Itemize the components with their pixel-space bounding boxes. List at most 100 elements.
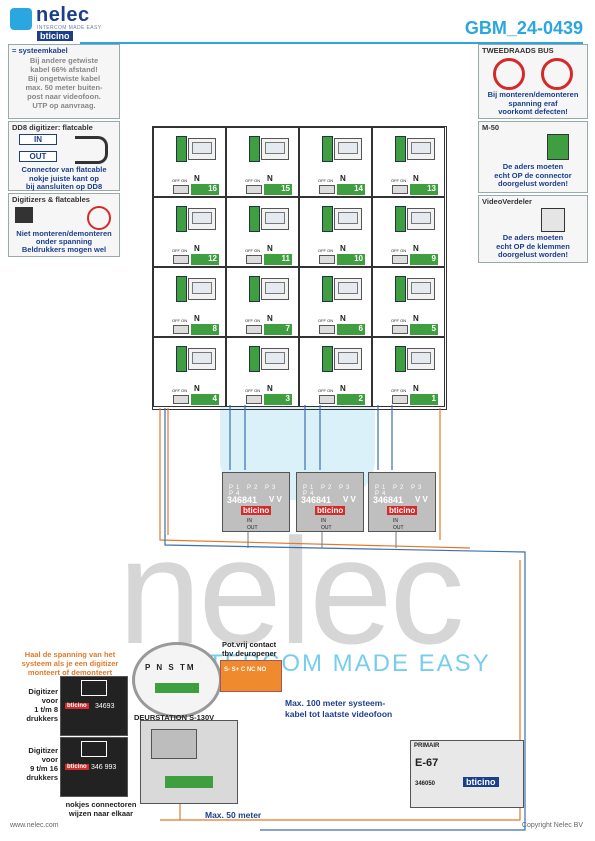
digitizer-model: 346 993: [91, 764, 117, 771]
nokjes-line: nokjes connectoren: [65, 800, 137, 809]
footer-left: www.nelec.com: [10, 822, 59, 829]
contact-label: Pot.vrij contact tbv deuropener: [222, 640, 277, 658]
connector-icon: [322, 346, 333, 372]
connector-icon: [249, 206, 260, 232]
offon-label: OFF ON: [245, 248, 261, 253]
connector-icon: [547, 134, 569, 160]
monitor-cell: OFF ONN P13: [372, 127, 445, 197]
brand-name: nelec: [36, 4, 90, 26]
digitizer-model: 34693: [95, 703, 115, 710]
dip-switch-icon: [392, 185, 408, 194]
cell-number: 6: [337, 324, 365, 335]
cell-number: 9: [410, 254, 438, 265]
note-line: Bij monteren/demonteren: [487, 90, 579, 99]
note-line: voorkomt defecten!: [498, 107, 568, 116]
header-rule: [80, 42, 583, 44]
videophone-icon: [261, 208, 289, 230]
digi-line: voor: [41, 755, 58, 764]
connector-icon: [395, 346, 406, 372]
dip-switch-icon: [173, 255, 189, 264]
distributor-vv: V V: [343, 495, 356, 504]
connector-icon: [395, 276, 406, 302]
distributor-model: 346841: [373, 495, 404, 505]
note-line: doorgelust worden!: [498, 250, 568, 259]
note-line: De aders moeten: [502, 233, 564, 242]
distributor-vv: V V: [269, 495, 282, 504]
videophone-icon: [407, 348, 435, 370]
station-pin-zoom: P N S TM: [132, 642, 222, 718]
note-line: doorgelust worden!: [498, 179, 568, 188]
monitor-cell: OFF ONN P2: [299, 337, 372, 407]
distributor-in: IN: [393, 518, 398, 524]
monitor-cell: OFF ONN P1: [372, 337, 445, 407]
videophone-icon: [334, 208, 362, 230]
note-dd8-title: DD8 digitizer: flatcable: [12, 123, 93, 132]
note-line: UTP op aanvraag.: [32, 101, 96, 110]
videophone-icon: [334, 138, 362, 160]
videophone-icon: [407, 278, 435, 300]
videophone-icon: [407, 208, 435, 230]
digi-line: voor: [41, 696, 58, 705]
offon-label: OFF ON: [172, 318, 188, 323]
videophone-icon: [261, 138, 289, 160]
cell-number: 1: [410, 394, 438, 405]
note-flatcables-title: Digitizers & flatcables: [12, 195, 90, 204]
videophone-icon: [188, 208, 216, 230]
offon-label: OFF ON: [318, 178, 334, 183]
contact-terminal: S- S+ C NC NO: [220, 660, 282, 692]
note-m50-title: M-50: [482, 123, 500, 132]
monitor-cell: OFF ONN P11: [226, 197, 299, 267]
dip-switch-icon: [392, 395, 408, 404]
cell-number: 2: [337, 394, 365, 405]
note-line: kabel 66% afstand!: [30, 65, 98, 74]
station-pins: P N S TM: [145, 663, 196, 672]
distributor-out: OUT: [321, 525, 332, 531]
digitizer-screen-icon: [81, 741, 107, 757]
distributor-ports: P1 P2 P3 P4: [375, 485, 425, 497]
offon-label: OFF ON: [318, 248, 334, 253]
monitor-cell: OFF ONN P15: [226, 127, 299, 197]
contact-line: tbv deuropener: [222, 649, 277, 658]
connector-icon: [249, 136, 260, 162]
note-bus: TWEEDRAADS BUS Bij monteren/demonteren s…: [478, 44, 588, 119]
digi-line: drukkers: [26, 714, 58, 723]
digitizer-brand: bticino: [65, 764, 89, 770]
monitor-cell: OFF ONN P4: [153, 337, 226, 407]
connector-icon: [249, 346, 260, 372]
offon-label: OFF ON: [318, 388, 334, 393]
offon-label: OFF ON: [391, 388, 407, 393]
warn-line: systeem als je een digitizer: [21, 659, 119, 668]
videophone-icon: [407, 138, 435, 160]
offon-label: OFF ON: [172, 388, 188, 393]
monitor-cell: OFF ONN P14: [299, 127, 372, 197]
distributor-out: OUT: [247, 525, 258, 531]
no-tools-icon: [541, 58, 573, 90]
digitizer-1: bticino 34693: [60, 676, 128, 736]
digi-line: Digitizer: [28, 687, 58, 696]
maxsys-line: Max. 100 meter systeem-: [285, 698, 386, 708]
videophone-icon: [261, 278, 289, 300]
station-connector-icon: [165, 776, 213, 788]
dip-switch-icon: [319, 185, 335, 194]
videophone-icon: [188, 138, 216, 160]
digitizer1-label: Digitizer voor 1 t/m 8 drukkers: [14, 687, 58, 723]
no-power-icon: [87, 206, 111, 230]
digitizer-brand: bticino: [65, 703, 89, 709]
note-line: De aders moeten: [502, 162, 564, 171]
power-supply: PRIMAIR E-67 346050 bticino: [410, 740, 524, 808]
note-line: echt OP de klemmen: [496, 242, 570, 251]
connector-icon: [176, 206, 187, 232]
door-station: [140, 720, 238, 804]
connector-icon: [322, 206, 333, 232]
note-m50: M-50 De aders moeten echt OP de connecto…: [478, 121, 588, 193]
distributor-out: OUT: [393, 525, 404, 531]
distributor-vv: V V: [415, 495, 428, 504]
cell-number: 15: [264, 184, 292, 195]
cell-number: 14: [337, 184, 365, 195]
station-terminal-icon: [155, 683, 199, 693]
dd8-out-label: OUT: [19, 151, 57, 162]
warn-line: Haal de spanning van het: [24, 650, 116, 659]
contact-line: Pot.vrij contact: [222, 640, 277, 649]
monitor-grid: OFF ONN P16OFF ONN P15OFF ONN P14OFF ONN…: [152, 126, 447, 410]
connector-icon: [176, 136, 187, 162]
